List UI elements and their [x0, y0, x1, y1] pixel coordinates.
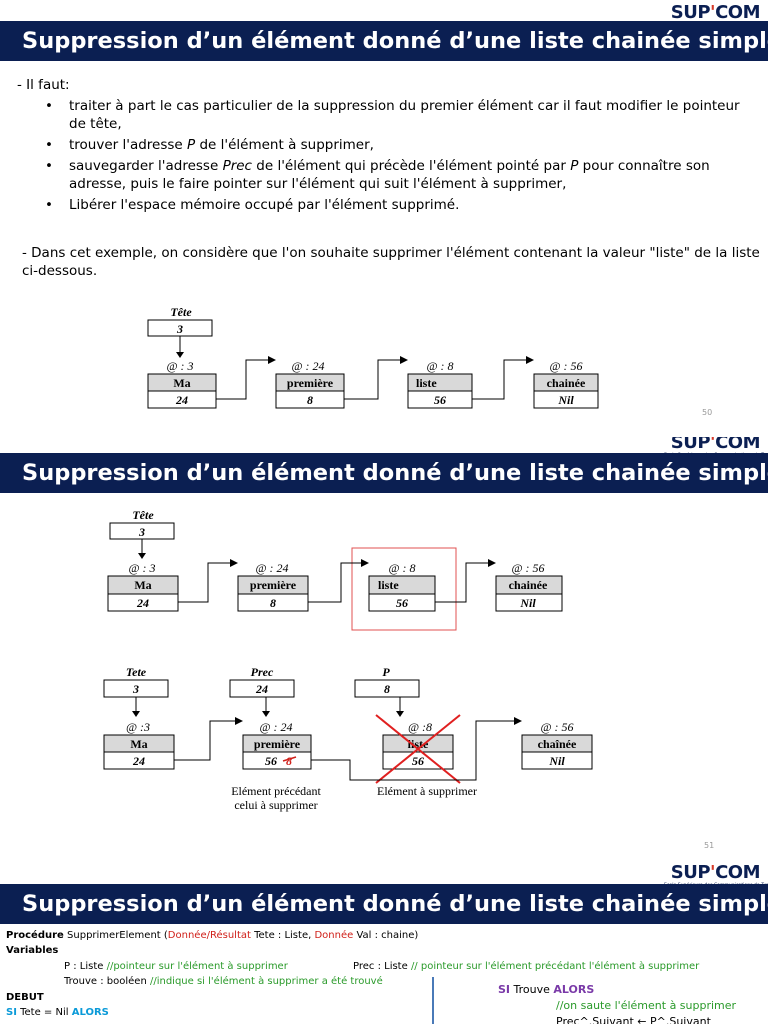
node-value: Ma — [134, 578, 151, 592]
node-address: @ : 8 — [426, 359, 453, 373]
node-address: @ : 8 — [388, 561, 415, 575]
head-value: 3 — [176, 322, 183, 336]
node-next: Nil — [519, 596, 536, 610]
pointer-value: 8 — [384, 682, 390, 696]
node-value: chaînée — [538, 737, 577, 751]
node-next: 8 — [270, 596, 276, 610]
node-value: liste — [416, 376, 437, 390]
node-address: @ : 3 — [128, 561, 155, 575]
list-node: @ : 8 liste 56 — [407, 359, 473, 409]
pointer-label: Prec — [251, 665, 274, 679]
si-line: SI Tete = Nil ALORS — [6, 1007, 109, 1018]
node-address: @ :3 — [126, 720, 150, 734]
node-next: Nil — [548, 754, 565, 768]
procedure-header: Procédure SupprimerElement (Donnée/Résul… — [6, 930, 419, 941]
list-node: @ :3 Ma 24 — [103, 720, 175, 770]
list-node: @ : 3 Ma 24 — [147, 359, 217, 409]
pointer-label: Tete — [126, 665, 147, 679]
right-statement: Prec^.Suivant ← P^.Suivant — [556, 1015, 711, 1024]
caption-delete: Elément à supprimer — [377, 784, 477, 798]
bullet-item: traiter à part le cas particulier de la … — [45, 97, 759, 133]
debut-keyword: DEBUT — [6, 992, 44, 1003]
node-next: Nil — [557, 393, 574, 407]
slide-title: Suppression d’un élément donné d’une lis… — [0, 21, 768, 61]
var-p: P : Liste //pointeur sur l'élément à sup… — [64, 961, 288, 972]
node-next: 24 — [136, 596, 149, 610]
bullet-item: Libérer l'espace mémoire occupé par l'él… — [45, 196, 759, 214]
slide-1: SUP'COM Ecole Supérieure des Communicati… — [0, 0, 768, 433]
head-label: Tête — [170, 305, 192, 319]
node-value: chainée — [509, 578, 548, 592]
delete-cross-icon — [375, 714, 461, 784]
slide-3: SUP'COM Ecole Supérieure des Communicati… — [0, 865, 768, 1024]
var-prec: Prec : Liste // pointeur sur l'élément p… — [353, 961, 700, 972]
bullet-item: sauvegarder l'adresse Prec de l'élément … — [45, 157, 759, 193]
list-node: @ : 24 première 56 8 — [242, 720, 312, 770]
node-next: 56 — [412, 754, 424, 768]
node-address: @ : 56 — [540, 720, 573, 734]
slide-2: SUP'COM Ecole Supérieure des Communicati… — [0, 437, 768, 861]
list-node: @ : 56 chaînée Nil — [521, 720, 593, 770]
node-address: @ : 3 — [166, 359, 193, 373]
pointer-value: 24 — [255, 682, 268, 696]
node-address: @ : 24 — [291, 359, 324, 373]
var-trouve: Trouve : booléen //indique si l'élément … — [64, 976, 383, 987]
list-node: @ : 3 Ma 24 — [107, 561, 179, 612]
bullet-list: traiter à part le cas particulier de la … — [45, 97, 759, 217]
right-comment: //on saute l'élément à supprimer — [556, 999, 737, 1012]
node-address: @ : 56 — [549, 359, 582, 373]
column-divider — [432, 977, 434, 1024]
bullet-item: trouver l'adresse P de l'élément à suppr… — [45, 136, 759, 154]
node-value: Ma — [173, 376, 190, 390]
node-value: liste — [408, 737, 429, 751]
highlight-box — [351, 547, 457, 631]
list-node: @ :8 liste 56 — [382, 720, 454, 770]
node-next: 24 — [132, 754, 145, 768]
list-node: @ : 24 première 8 — [237, 561, 309, 612]
node-old-next: 8 — [286, 754, 292, 768]
node-address: @ : 24 — [255, 561, 288, 575]
slide-title: Suppression d’un élément donné d’une lis… — [0, 884, 768, 924]
node-next: 56 — [396, 596, 408, 610]
node-next: 56 — [434, 393, 446, 407]
slide-title: Suppression d’un élément donné d’une lis… — [0, 453, 768, 493]
node-value: liste — [378, 578, 399, 592]
deletion-diagram: Tête 3 @ : 3 Ma 24 @ : 24 première 8 @ :… — [103, 508, 593, 812]
pointer-label: P — [382, 665, 390, 679]
node-value: chainée — [547, 376, 586, 390]
head-value: 3 — [138, 525, 145, 539]
node-value: première — [250, 578, 297, 592]
node-next: 56 — [265, 754, 277, 768]
pointer-value: 3 — [132, 682, 139, 696]
node-value: première — [254, 737, 301, 751]
list-node: @ : 56 chainée Nil — [495, 561, 563, 612]
list-node: @ : 24 première 8 — [275, 359, 345, 409]
list-node: @ : 8 liste 56 — [368, 561, 436, 612]
caption-previous-2: celui à supprimer — [234, 798, 317, 812]
node-next: 24 — [175, 393, 188, 407]
node-value: première — [287, 376, 334, 390]
linked-list-diagram: Tête 3 @ : 3 Ma 24 @ : 24 première 8 @ :… — [147, 305, 599, 409]
node-address: @ :8 — [408, 720, 432, 734]
list-node: @ : 56 chainée Nil — [533, 359, 599, 409]
right-si-line: SI Trouve ALORS — [498, 983, 595, 996]
node-address: @ : 24 — [259, 720, 292, 734]
example-text: - Dans cet exemple, on considère que l'o… — [22, 245, 760, 279]
node-next: 8 — [307, 393, 313, 407]
head-label: Tête — [132, 508, 154, 522]
variables-keyword: Variables — [6, 945, 59, 956]
page-number: 50 — [702, 408, 713, 417]
page-number: 51 — [704, 841, 715, 850]
node-address: @ : 56 — [511, 561, 544, 575]
intro-text: - Il faut: — [17, 77, 70, 93]
node-value: Ma — [130, 737, 147, 751]
caption-previous: Elément précédant — [231, 784, 321, 798]
